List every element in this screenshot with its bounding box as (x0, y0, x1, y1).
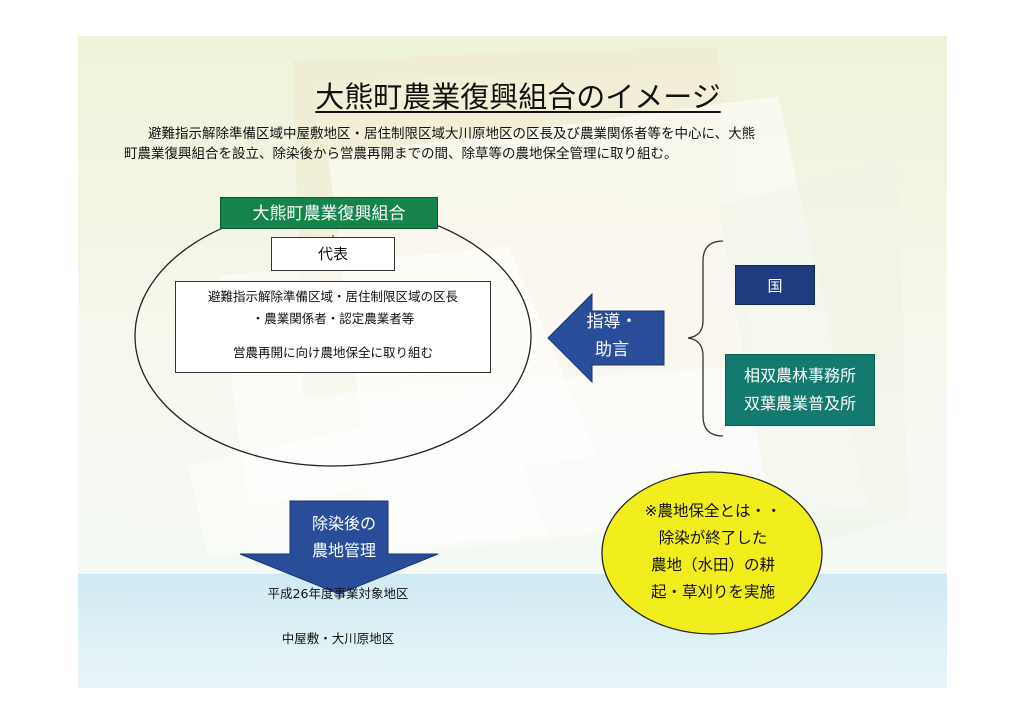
members-line-1: 避難指示解除準備区域・居住制限区域の区長 (207, 289, 458, 304)
members-line-2: ・農業関係者・認定農業者等 (251, 311, 415, 326)
note-text: ※農地保全とは・・ 除染が終了した 農地（水田）の耕 起・草刈りを実施 (628, 498, 798, 606)
country-box: 国 (735, 265, 815, 305)
note-circle (601, 471, 823, 635)
agriculture-office-box: 相双農林事務所 双葉農業普及所 (725, 354, 875, 426)
guidance-line-1: 指導・ (586, 312, 638, 332)
representative-box: 代表 (271, 237, 395, 271)
note-line-2: 除染が終了した (658, 529, 768, 547)
members-box: 避難指示解除準備区域・居住制限区域の区長 ・農業関係者・認定農業者等 営農再開に… (175, 281, 491, 373)
note-line-3: 農地（水田）の耕 (650, 556, 775, 574)
page-title: 大熊町農業復興組合のイメージ (315, 80, 721, 114)
intro-text: 避難指示解除準備区域中屋敷地区・居住制限区域大川原地区の区長及び農業関係者等を中… (124, 124, 896, 164)
post-decontamination-arrow (239, 500, 439, 595)
intro-line-2: 町農業復興組合を設立、除染後から営農再開までの間、除草等の農地保全管理に取り組む… (124, 146, 678, 162)
diagram-shapes (134, 205, 823, 635)
guidance-line-2: 助言 (595, 340, 629, 360)
slide: 大熊町農業復興組合のイメージ 避難指示解除準備区域中屋敷地区・居住制限区域大川原… (78, 36, 947, 688)
post-line-2: 農地管理 (311, 541, 376, 560)
guidance-text: 指導・ 助言 (572, 308, 652, 364)
guidance-arrow (547, 292, 665, 384)
target-name-label: 中屋敷・大川原地区 (281, 631, 395, 646)
note-line-1: ※農地保全とは・・ (644, 502, 782, 520)
organization-label: 大熊町農業復興組合 (220, 197, 438, 229)
intro-line-1: 避難指示解除準備区域中屋敷地区・居住制限区域大川原地区の区長及び農業関係者等を中… (148, 126, 756, 142)
note-line-4: 起・草刈りを実施 (650, 583, 775, 601)
target-area-label: 平成26年度事業対象地区 (267, 586, 409, 601)
post-line-1: 除染後の (311, 514, 376, 533)
office-line-2: 双葉農業普及所 (743, 394, 856, 413)
post-decontamination-text: 除染後の 農地管理 (288, 510, 400, 564)
members-line-3: 営農再開に向け農地保全に取り組む (232, 345, 433, 360)
supporters-brace (687, 240, 724, 437)
office-line-1: 相双農林事務所 (743, 366, 856, 385)
